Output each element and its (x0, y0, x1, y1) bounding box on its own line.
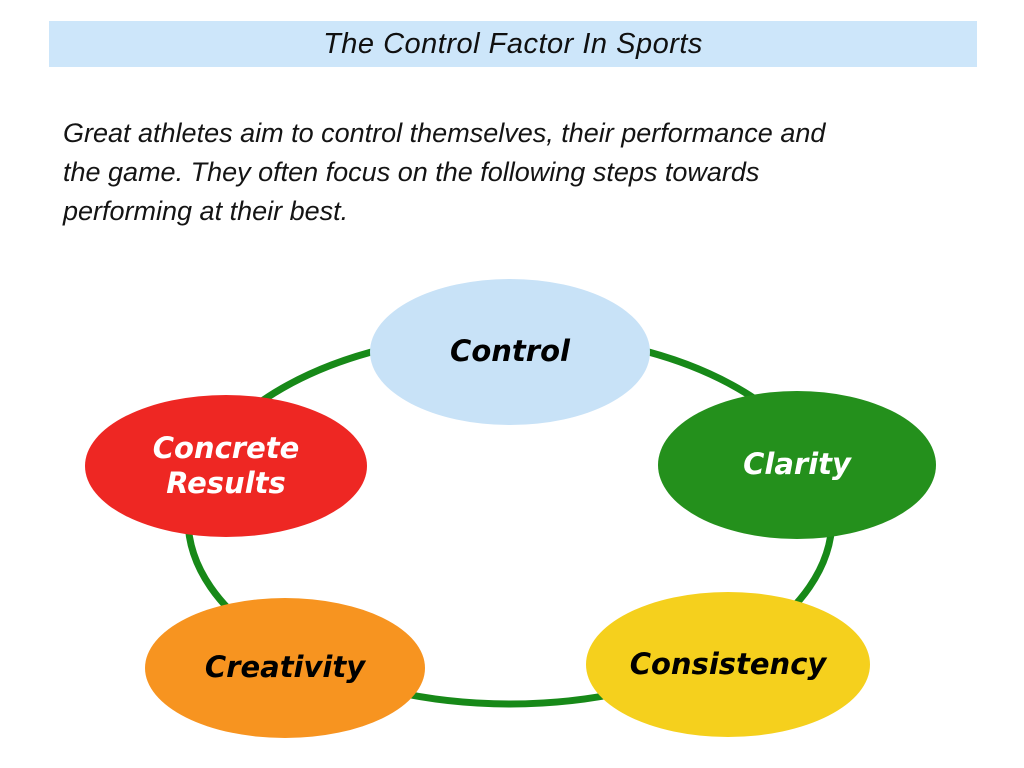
title-bar: The Control Factor In Sports (49, 21, 977, 67)
node-label: Concrete Results (152, 430, 300, 500)
node-creativity: Creativity (145, 598, 425, 738)
intro-line: Great athletes aim to control themselves… (63, 118, 826, 148)
intro-paragraph: Great athletes aim to control themselves… (63, 114, 825, 231)
node-control: Control (370, 279, 650, 425)
node-consistency: Consistency (586, 592, 870, 737)
node-label: Clarity (743, 447, 851, 482)
intro-line: performing at their best. (63, 196, 349, 226)
page-title: The Control Factor In Sports (323, 27, 703, 60)
node-concrete-results: Concrete Results (85, 395, 367, 537)
node-label: Consistency (629, 646, 827, 681)
node-label: Control (450, 334, 570, 369)
node-label: Creativity (204, 650, 366, 685)
intro-line: the game. They often focus on the follow… (63, 157, 760, 187)
node-clarity: Clarity (658, 391, 936, 539)
